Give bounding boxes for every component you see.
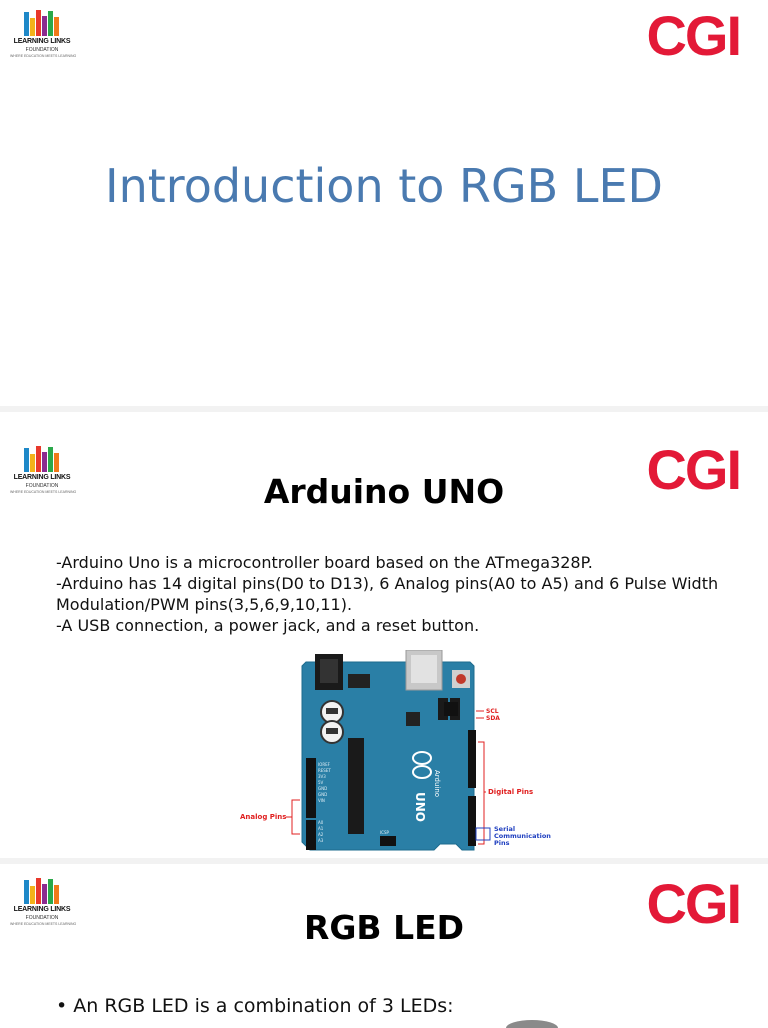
svg-text:A1: A1 [318,826,324,831]
learning-links-sub: FOUNDATION [25,483,59,489]
learning-links-logo: LEARNING LINKS FOUNDATION WHERE EDUCATIO… [10,444,77,500]
learning-links-logo-icon [24,446,59,472]
svg-text:IOREF: IOREF [318,762,331,767]
learning-links-sub: FOUNDATION [25,47,59,53]
svg-text:3V3: 3V3 [318,774,326,779]
learning-links-tagline: WHERE EDUCATION MEETS LEARNING [10,490,77,494]
learning-links-tagline: WHERE EDUCATION MEETS LEARNING [10,54,77,58]
digital-pins-label: Digital Pins [488,788,533,796]
scl-label: SCL [486,708,499,715]
learning-links-logo: LEARNING LINKS FOUNDATION WHERE EDUCATIO… [10,8,77,64]
learning-links-name: LEARNING LINKS [13,906,71,913]
slide-divider [0,858,768,864]
rgb-led-image [506,1020,558,1028]
body-text: -Arduino Uno is a microcontroller board … [56,552,736,636]
learning-links-logo: LEARNING LINKS FOUNDATION WHERE EDUCATIO… [10,876,77,932]
learning-links-tagline: WHERE EDUCATION MEETS LEARNING [10,922,77,926]
svg-text:ICSP: ICSP [380,830,390,835]
learning-links-name: LEARNING LINKS [13,38,71,45]
slide-arduino-uno: LEARNING LINKS FOUNDATION WHERE EDUCATIO… [0,428,768,860]
slide-divider [0,406,768,412]
body-line: -Arduino Uno is a microcontroller board … [56,553,593,572]
bullet-item: • An RGB LED is a combination of 3 LEDs: [56,994,516,1018]
slide-rgb-led: LEARNING LINKS FOUNDATION WHERE EDUCATIO… [0,864,768,1028]
slide-title-text: Introduction to RGB LED [105,159,663,213]
learning-links-name: LEARNING LINKS [13,474,71,481]
sda-label: SDA [486,715,500,722]
learning-links-logo-icon [24,10,59,36]
board-model-label: UNO [413,792,427,822]
cgi-logo: CGI [646,872,742,935]
serial-label-line3: Pins [494,839,510,847]
svg-text:VIN: VIN [318,798,325,803]
svg-text:A3: A3 [318,838,324,843]
svg-text:GND: GND [318,786,327,791]
serial-label-line2: Communication [494,832,551,840]
slide-heading: Arduino UNO [263,472,505,511]
cgi-logo: CGI [646,438,742,501]
body-line: -Arduino has 14 digital pins(D0 to D13),… [56,574,719,614]
slide-heading: RGB LED [303,908,465,947]
learning-links-logo-icon [24,878,59,904]
svg-text:GND: GND [318,792,327,797]
cgi-logo: CGI [646,4,742,67]
serial-label-line1: Serial [494,825,515,833]
bullet-text: An RGB LED is a combination of 3 LEDs: [73,995,454,1017]
svg-text:A0: A0 [318,820,324,825]
body-line: -A USB connection, a power jack, and a r… [56,616,480,635]
svg-text:A2: A2 [318,832,324,837]
board-brand-label: Arduino [433,770,441,797]
slide-title: LEARNING LINKS FOUNDATION WHERE EDUCATIO… [0,0,768,400]
learning-links-sub: FOUNDATION [25,915,59,921]
svg-text:RESET: RESET [318,768,331,773]
svg-text:5V: 5V [318,780,324,785]
analog-pins-label: Analog Pins [240,813,286,821]
bullet-dot-icon: • [56,995,74,1017]
